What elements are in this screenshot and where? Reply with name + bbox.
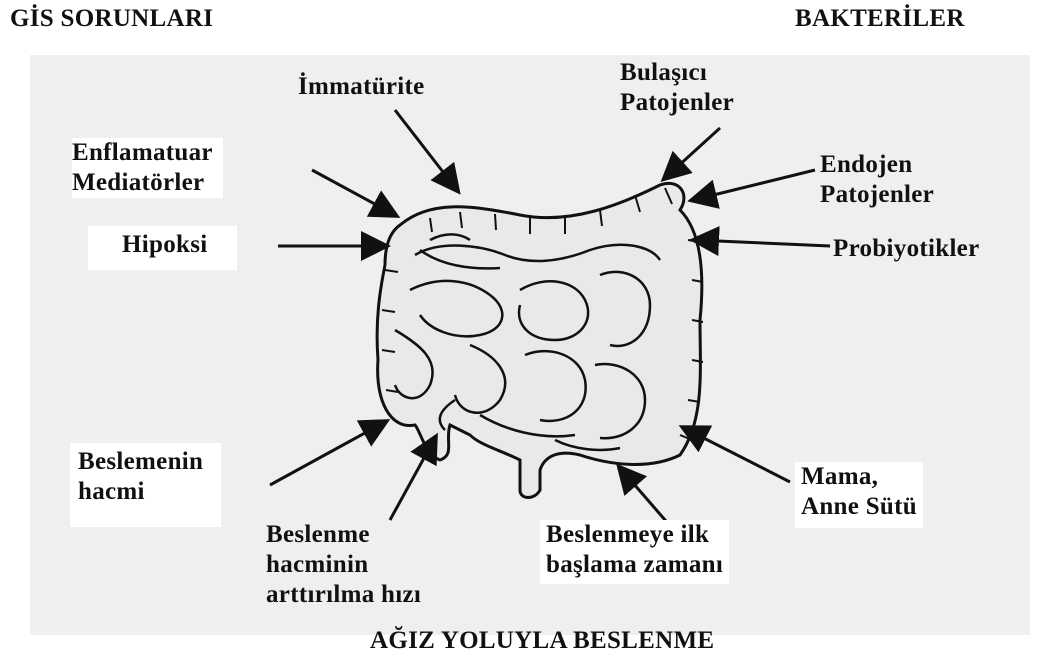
label-mama: Mama, Anne Sütü (795, 462, 923, 528)
label-endojen: Endojen Patojenler (820, 150, 934, 210)
label-immaturite: İmmatürite (298, 72, 425, 102)
arrow-bulasici (665, 128, 720, 178)
label-ilk: Beslenmeye ilk başlama zamanı (540, 520, 729, 584)
header-gis-problems: GİS SORUNLARI (10, 4, 213, 34)
label-beslenme-line3: arttırılma hızı (266, 580, 421, 610)
label-enflamatuar-line2: Mediatörler (72, 168, 213, 198)
label-bulasici: Bulaşıcı Patojenler (620, 58, 734, 118)
label-mama-line1: Mama, (801, 462, 917, 492)
label-enflamatuar: Enflamatuar Mediatörler (72, 138, 223, 198)
arrow-probiyotikler (695, 240, 830, 246)
arrow-mama (684, 428, 790, 482)
arrow-ilk (620, 468, 672, 528)
label-endojen-line2: Patojenler (820, 180, 934, 210)
label-beslemenin-line2: hacmi (78, 477, 203, 507)
label-beslemenin: Beslemenin hacmi (70, 443, 221, 527)
arrow-enflamatuar (312, 170, 395, 215)
label-beslenme: Beslenme hacminin arttırılma hızı (266, 520, 421, 610)
arrow-immaturite (395, 110, 457, 190)
arrow-endojen (693, 170, 815, 200)
label-beslemenin-line1: Beslemenin (78, 447, 203, 477)
label-enflamatuar-line1: Enflamatuar (72, 138, 213, 168)
large-intestine-icon (377, 183, 702, 497)
label-ilk-line2: başlama zamanı (546, 550, 723, 580)
label-hipoksi: Hipoksi (88, 226, 237, 270)
label-beslenme-line1: Beslenme (266, 520, 421, 550)
header-bacteria: BAKTERİLER (795, 4, 965, 34)
label-bulasici-line2: Patojenler (620, 88, 734, 118)
arrow-beslenme (390, 438, 435, 520)
label-endojen-line1: Endojen (820, 150, 934, 180)
label-ilk-line1: Beslenmeye ilk (546, 520, 723, 550)
label-mama-line2: Anne Sütü (801, 492, 917, 522)
header-oral-feeding: AĞIZ YOLUYLA BESLENME (370, 626, 714, 656)
arrow-beslemenin (270, 422, 385, 485)
label-beslenme-line2: hacminin (266, 550, 421, 580)
label-bulasici-line1: Bulaşıcı (620, 58, 734, 88)
label-probiyotikler: Probiyotikler (833, 234, 979, 264)
